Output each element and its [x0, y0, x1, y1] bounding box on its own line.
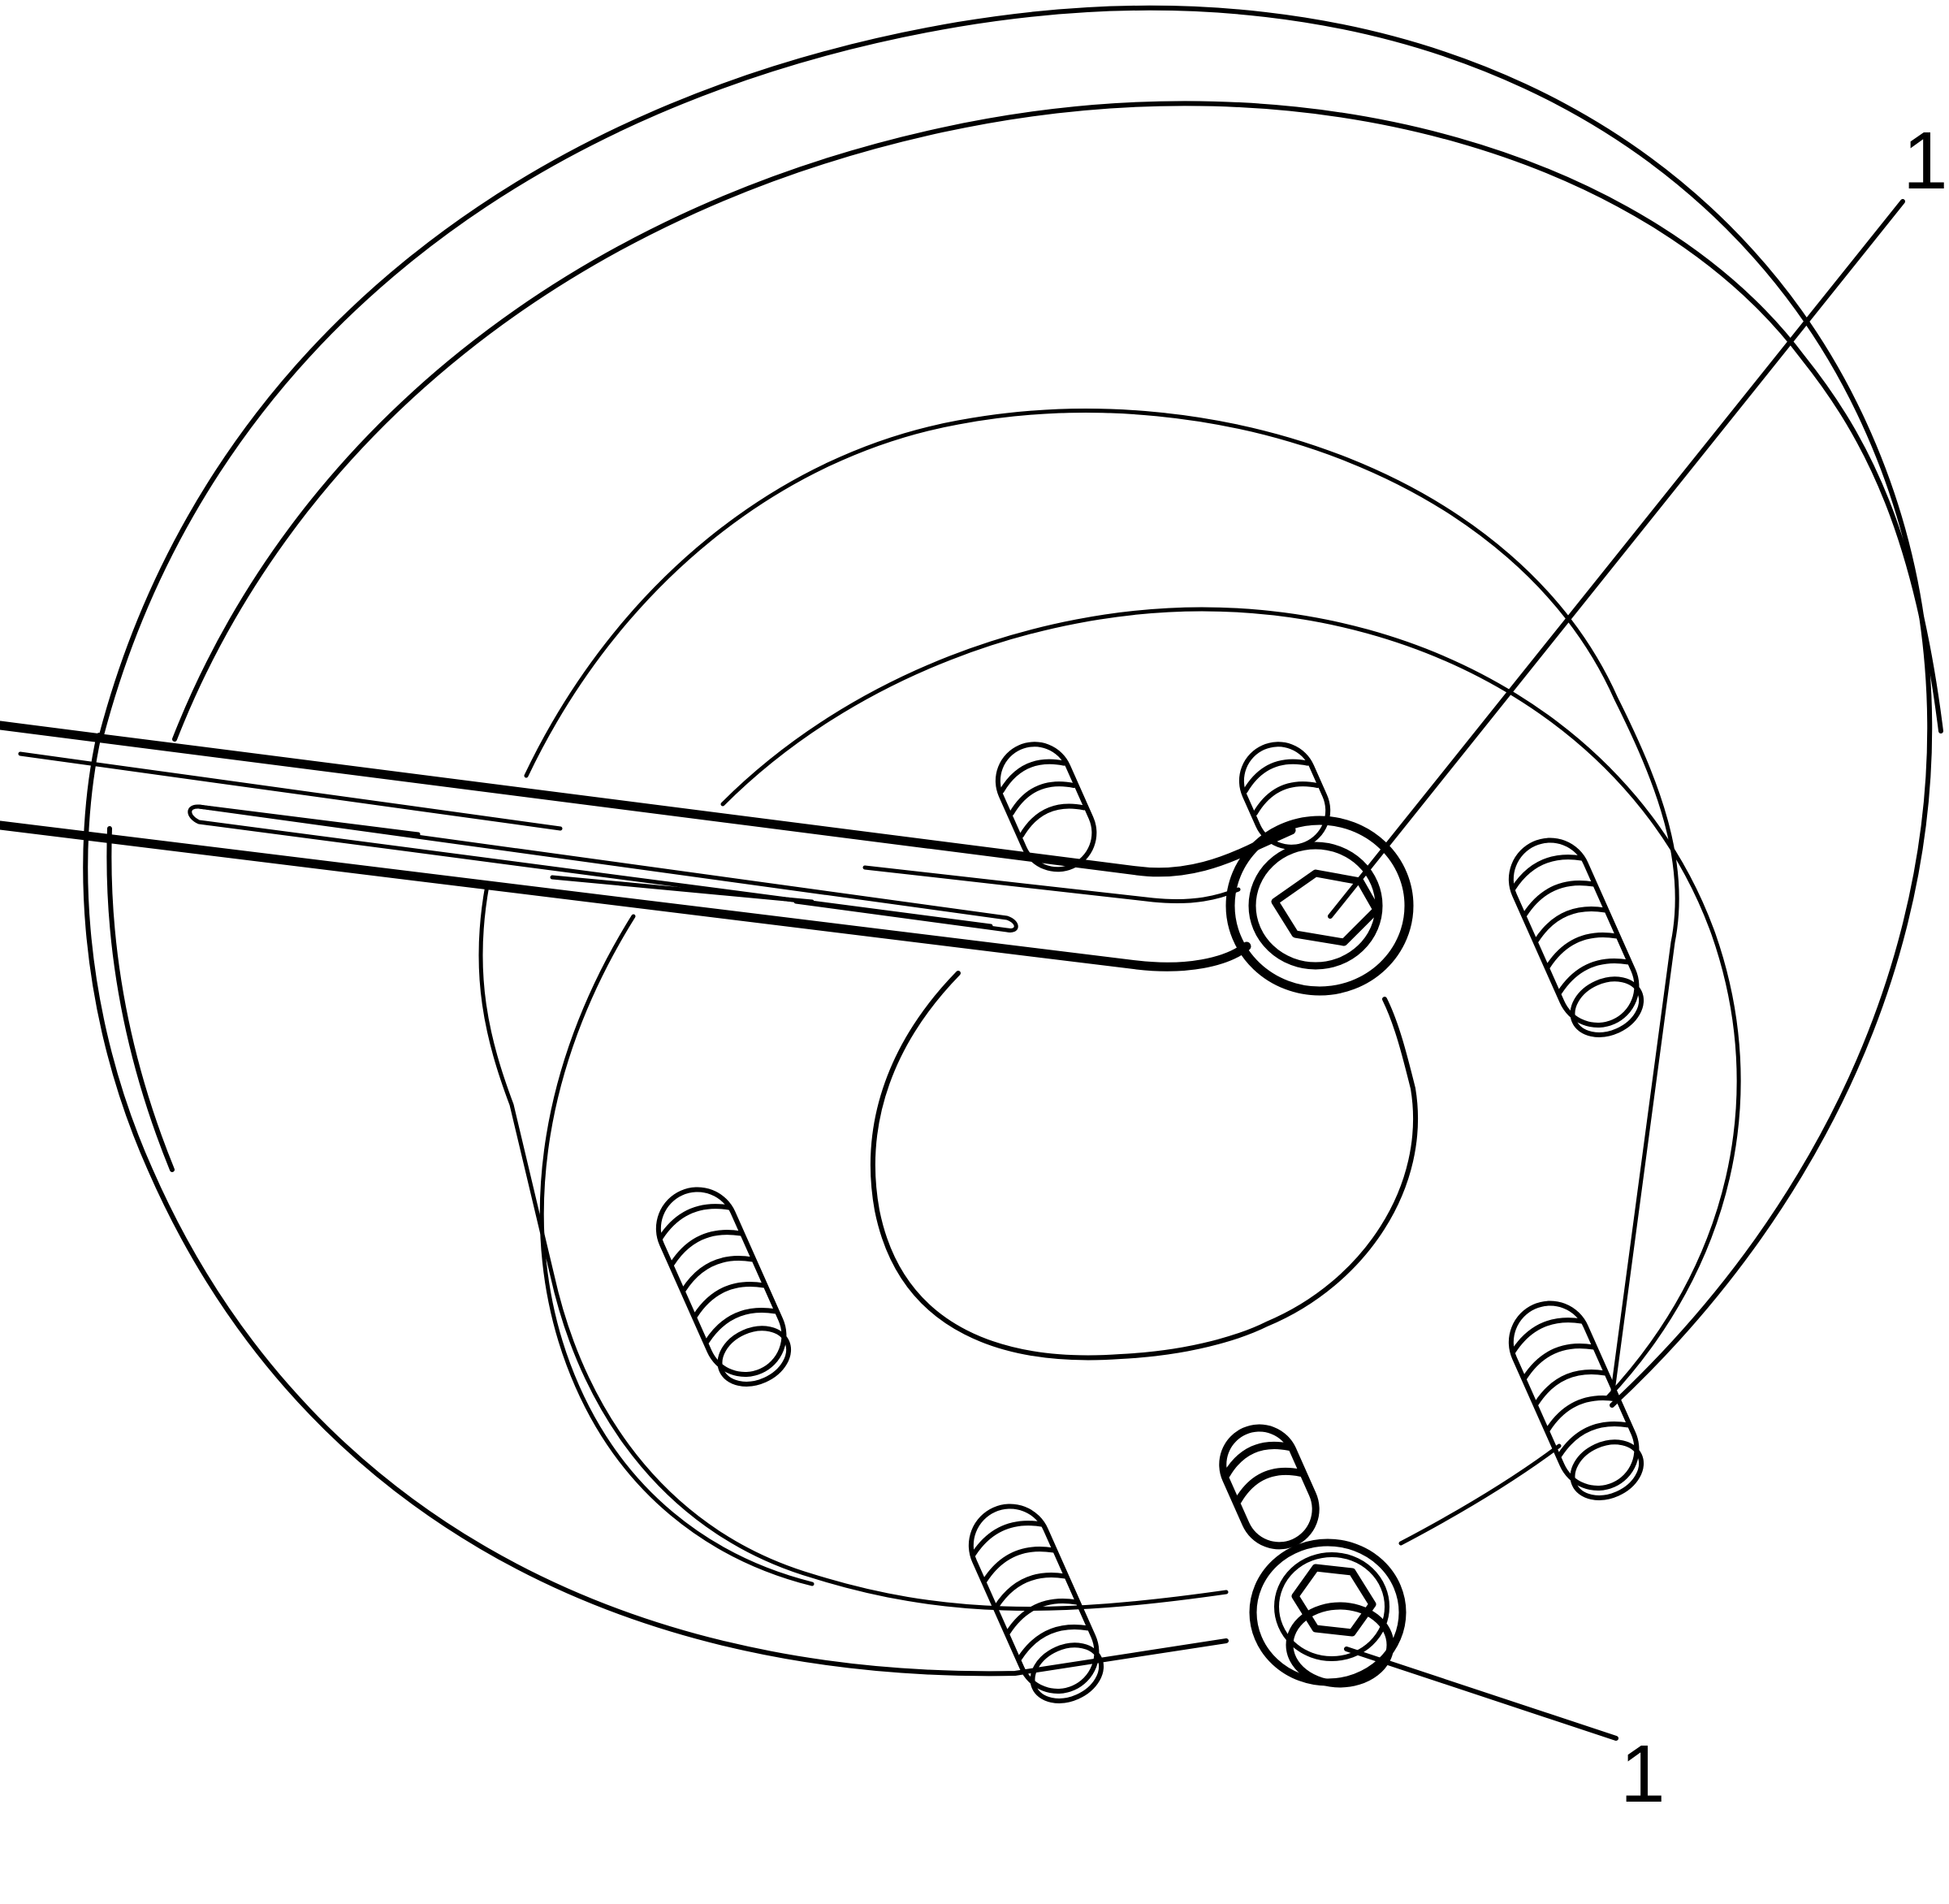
leader-lines: [1328, 199, 1905, 1741]
callout-label-upper: 1: [1903, 115, 1948, 206]
wheel-stud-lower-right: [1508, 1300, 1644, 1500]
wheel-stud-left: [655, 1187, 792, 1387]
lug-nut-on-stud: [1249, 1538, 1407, 1688]
wheel-stud-upper-center: [1238, 742, 1331, 850]
center-bore: [870, 971, 1419, 1361]
leader-line-lower: [1344, 1647, 1618, 1741]
callout-label-lower: 1: [1620, 1729, 1666, 1820]
hub-ring: [478, 409, 1679, 1611]
hub-flange: [539, 607, 1741, 1586]
outer-rim: [83, 5, 1943, 1677]
wheel-stud-lower-left: [968, 1504, 1104, 1703]
wheel-stud-lower-center: [1219, 1424, 1320, 1550]
box-end-wrench: [0, 720, 1414, 996]
leader-line-upper: [1328, 199, 1905, 919]
wheel-stud-right: [1508, 837, 1644, 1037]
